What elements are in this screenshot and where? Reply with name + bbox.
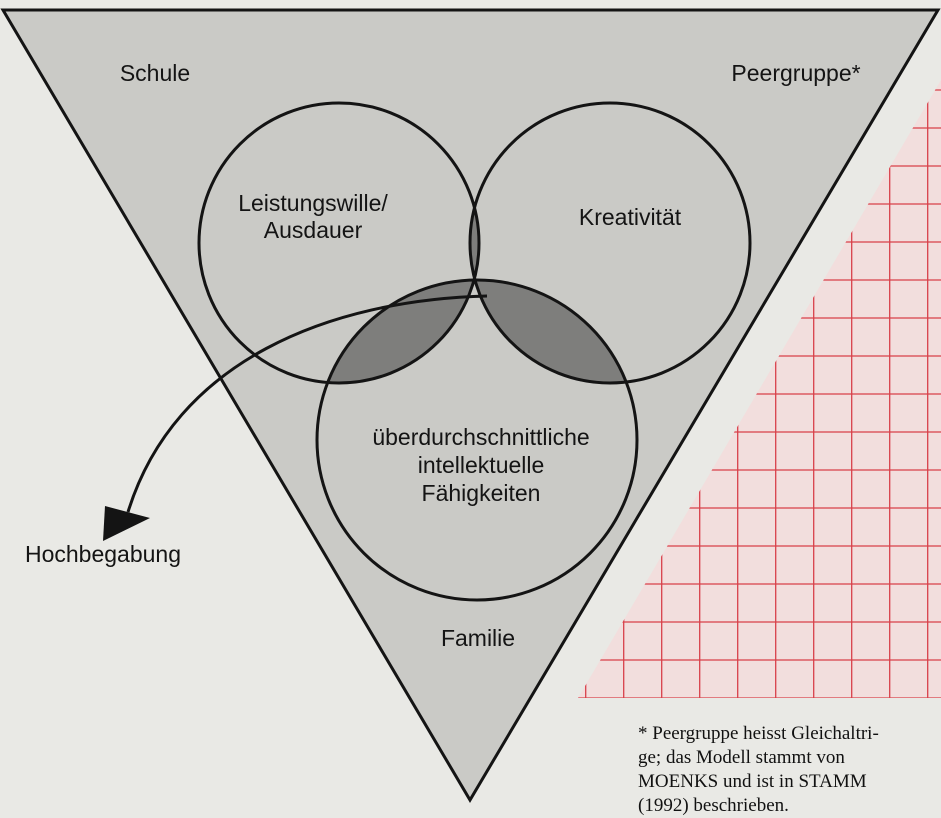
circle-ability — [315, 278, 639, 602]
footnote: * Peergruppe heisst Gleichaltri- ge; das… — [638, 722, 938, 818]
label-peer-group: Peergruppe* — [731, 60, 860, 86]
label-giftedness: Hochbegabung — [25, 541, 181, 567]
overlap-motivation-ability — [317, 280, 479, 383]
label-ability-line1: überdurchschnittliche — [372, 424, 589, 450]
label-family: Familie — [441, 625, 515, 651]
circle-motivation — [197, 101, 481, 385]
label-motivation-line1: Leistungswille/ — [238, 190, 388, 216]
arrow-curve — [126, 294, 488, 513]
overlap-creativity-ability — [470, 280, 637, 383]
label-ability-line3: Fähigkeiten — [422, 480, 541, 506]
circle-creativity — [468, 101, 752, 385]
arrow-head — [103, 506, 150, 541]
footnote-line: * Peergruppe heisst Gleichaltri- — [638, 723, 879, 744]
label-school: Schule — [120, 60, 190, 86]
footnote-line: MOENKS und ist in STAMM — [638, 771, 867, 792]
footnote-line: (1992) beschrieben. — [638, 795, 789, 816]
label-motivation-line2: Ausdauer — [264, 217, 363, 243]
label-ability-line2: intellektuelle — [418, 452, 545, 478]
environment-triangle — [0, 8, 941, 803]
label-creativity: Kreativität — [579, 204, 682, 230]
footnote-line: ge; das Modell stammt von — [638, 747, 845, 768]
